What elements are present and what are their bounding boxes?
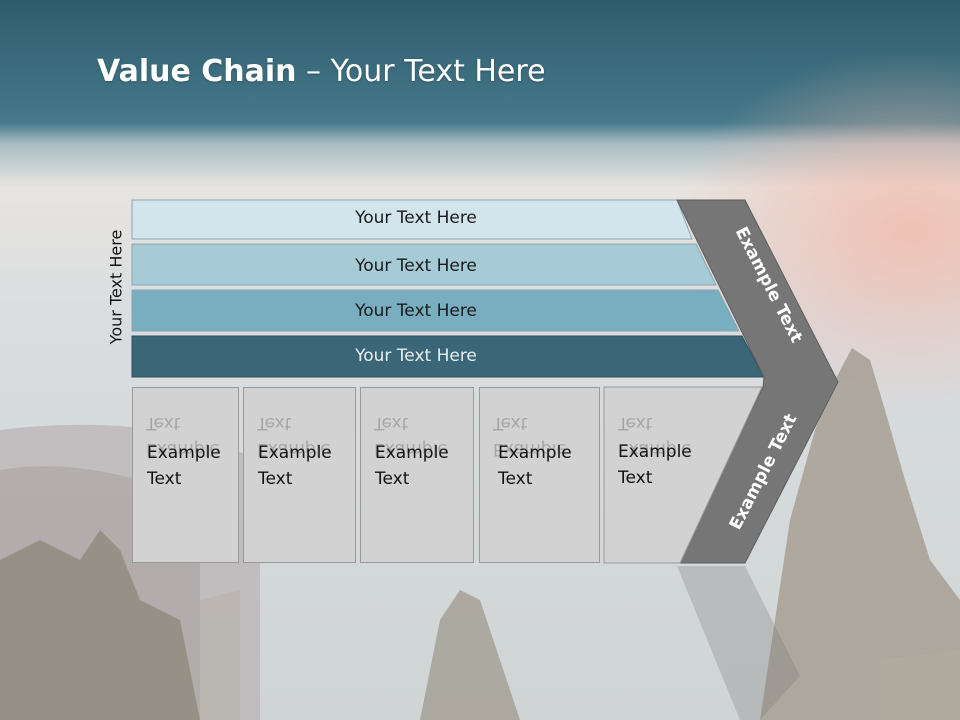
cell-5-shape xyxy=(603,386,763,564)
row-label-4: Your Text Here xyxy=(355,346,477,366)
cell-5-line1: Example xyxy=(618,442,692,462)
cell-3-line1: Example xyxy=(375,443,449,463)
cell-5-line2: Text xyxy=(618,468,653,488)
cell-3-line2: Text xyxy=(375,469,410,489)
cell-1-line2: Text xyxy=(147,469,182,489)
cell-1-line1: Example xyxy=(147,443,221,463)
row-label-1: Your Text Here xyxy=(355,208,477,228)
cell-2-line2: Text xyxy=(258,469,293,489)
cell-4-line2: Text xyxy=(498,469,533,489)
value-chain-chevron xyxy=(676,199,839,564)
cell-4-line1: Example xyxy=(498,443,572,463)
page-title: Value Chain – Your Text Here xyxy=(97,54,546,89)
row-shape-1 xyxy=(131,199,693,240)
title-bold: Value Chain xyxy=(97,54,297,89)
title-rest: – Your Text Here xyxy=(296,54,546,89)
row-shape-3 xyxy=(131,289,740,332)
row-label-2: Your Text Here xyxy=(355,256,477,276)
row-label-3: Your Text Here xyxy=(355,301,477,321)
row-shape-2 xyxy=(131,243,717,286)
cell-2-line1: Example xyxy=(258,443,332,463)
chevron-reflection xyxy=(677,566,800,720)
